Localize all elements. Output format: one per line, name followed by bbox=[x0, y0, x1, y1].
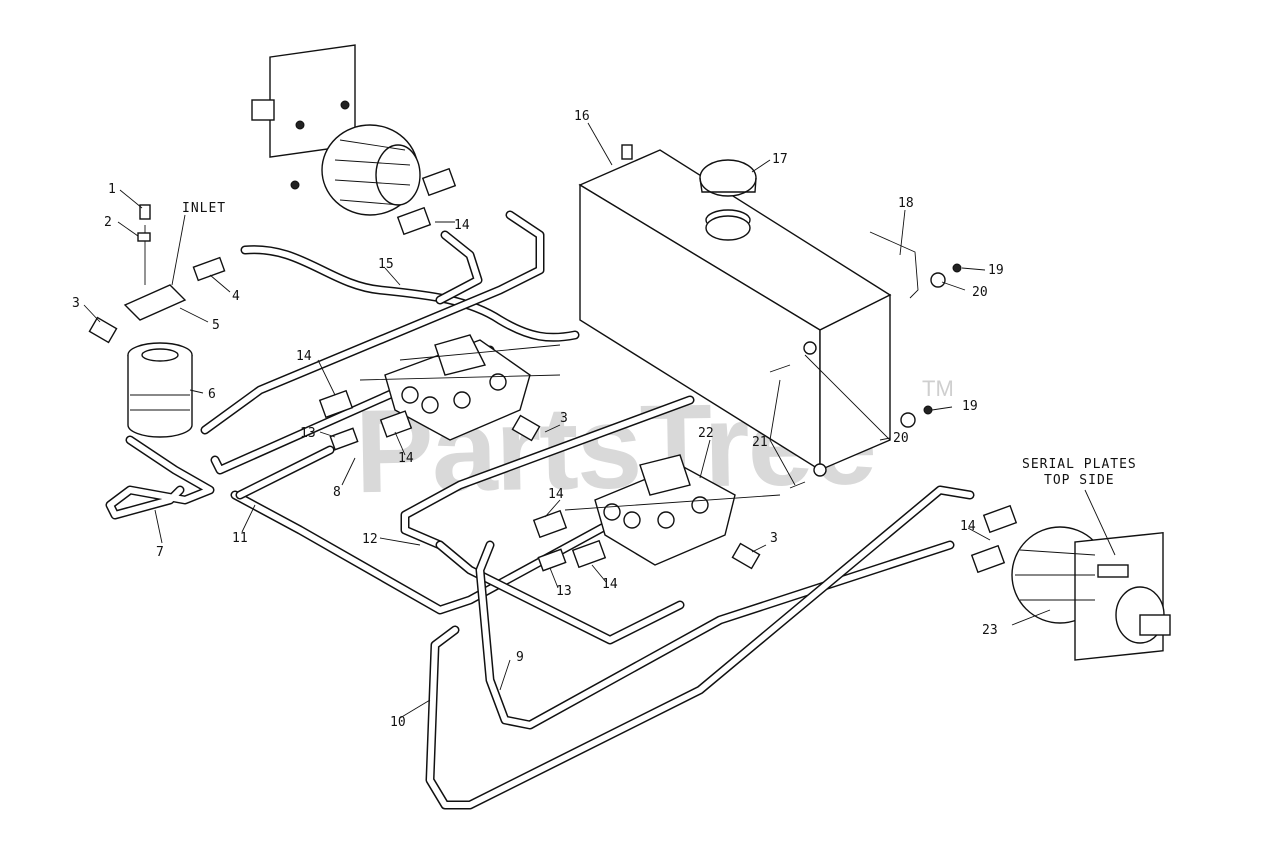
reservoir-tank bbox=[578, 144, 962, 489]
callout-3b: 3 bbox=[560, 411, 568, 426]
callout-17: 17 bbox=[772, 152, 788, 167]
callout-7: 7 bbox=[156, 545, 164, 560]
callout-2: 2 bbox=[104, 215, 112, 230]
fittings bbox=[88, 167, 1018, 574]
upper-pump bbox=[251, 44, 421, 216]
callout-15: 15 bbox=[378, 257, 394, 272]
inlet-label: INLET bbox=[182, 201, 226, 216]
control-valve-upper bbox=[359, 334, 561, 441]
callout-20a: 20 bbox=[972, 285, 988, 300]
serial-plates-label: SERIAL PLATES bbox=[1022, 457, 1137, 472]
callout-11: 11 bbox=[232, 531, 248, 546]
callout-14b: 14 bbox=[296, 349, 312, 364]
callout-13a: 13 bbox=[300, 426, 316, 441]
callout-6: 6 bbox=[208, 387, 216, 402]
filter-assembly bbox=[123, 225, 193, 438]
callout-5: 5 bbox=[212, 318, 220, 333]
callout-14d: 14 bbox=[548, 487, 564, 502]
callouts: 1 2 3 4 5 6 7 8 9 10 11 12 13 13 14 14 1… bbox=[72, 109, 1137, 730]
control-valve-lower bbox=[564, 454, 781, 566]
callout-21: 21 bbox=[752, 435, 768, 450]
callout-22: 22 bbox=[698, 426, 714, 441]
callout-9: 9 bbox=[516, 650, 524, 665]
callout-3c: 3 bbox=[770, 531, 778, 546]
watermark-tm: TM bbox=[922, 376, 954, 401]
serial-plates-sub-label: TOP SIDE bbox=[1044, 473, 1115, 488]
callout-3: 3 bbox=[72, 296, 80, 311]
callout-14e: 14 bbox=[602, 577, 618, 592]
callout-23: 23 bbox=[982, 623, 998, 638]
callout-10: 10 bbox=[390, 715, 406, 730]
callout-14f: 14 bbox=[960, 519, 976, 534]
callout-18: 18 bbox=[898, 196, 914, 211]
callout-4: 4 bbox=[232, 289, 240, 304]
callout-14a: 14 bbox=[454, 218, 470, 233]
callout-14c: 14 bbox=[398, 451, 414, 466]
callout-1: 1 bbox=[108, 182, 116, 197]
callout-19a: 19 bbox=[988, 263, 1004, 278]
leader-lines bbox=[83, 122, 1116, 719]
callout-12: 12 bbox=[362, 532, 378, 547]
lower-pump bbox=[1011, 526, 1171, 661]
callout-20b: 20 bbox=[893, 431, 909, 446]
callout-19b: 19 bbox=[962, 399, 978, 414]
callout-13b: 13 bbox=[556, 584, 572, 599]
callout-8: 8 bbox=[333, 485, 341, 500]
tube-lines bbox=[105, 210, 975, 810]
callout-16: 16 bbox=[574, 109, 590, 124]
